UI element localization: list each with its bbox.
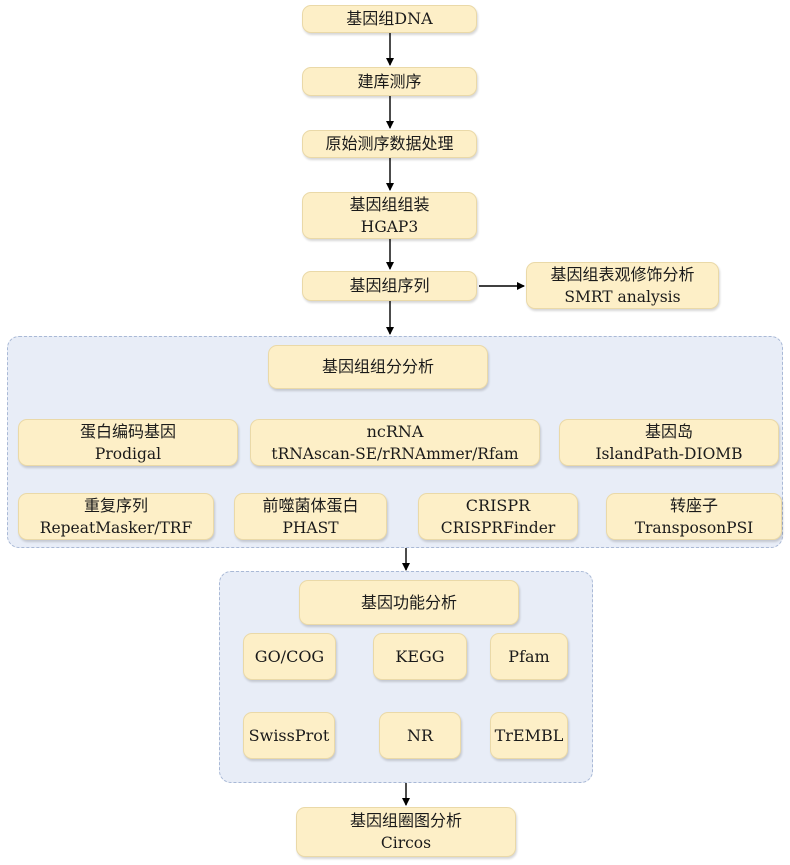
node-title: GO/COG: [254, 646, 325, 666]
node-tool: tRNAscan-SE/rRNAmmer/Rfam: [271, 444, 519, 463]
library-sequencing-node: 建库测序: [302, 67, 477, 96]
panel-title: 基因功能分析: [360, 592, 457, 612]
circos-node: 基因组圈图分析 Circos: [296, 807, 516, 857]
component-analysis-title: 基因组组分分析: [268, 345, 488, 389]
prophage-protein-node: 前噬菌体蛋白 PHAST: [234, 493, 387, 540]
protein-coding-genes-node: 蛋白编码基因 Prodigal: [18, 419, 238, 466]
trembl-node: TrEMBL: [490, 712, 568, 759]
node-title: 基因组表观修饰分析: [550, 264, 695, 284]
node-tool: TransposonPSI: [634, 518, 754, 537]
node-tool: Circos: [380, 834, 432, 852]
node-title: 转座子: [669, 495, 718, 515]
node-tool: SMRT analysis: [564, 287, 681, 306]
node-title: 基因组组装: [349, 194, 430, 214]
node-title: 基因组序列: [349, 276, 430, 295]
transposon-node: 转座子 TransposonPSI: [606, 493, 782, 540]
genomic-dna-node: 基因组DNA: [302, 5, 477, 33]
node-title: CRISPR: [465, 495, 531, 515]
node-title: 基因组DNA: [346, 9, 433, 28]
node-tool: PHAST: [282, 518, 339, 537]
node-title: 重复序列: [83, 495, 148, 515]
kegg-node: KEGG: [373, 633, 467, 680]
node-title: Pfam: [508, 646, 550, 666]
crispr-node: CRISPR CRISPRFinder: [418, 493, 578, 540]
node-tool: CRISPRFinder: [440, 518, 556, 537]
node-tool: HGAP3: [360, 217, 419, 236]
function-analysis-title: 基因功能分析: [299, 580, 519, 625]
genome-assembly-node: 基因组组装 HGAP3: [302, 192, 477, 239]
pfam-node: Pfam: [490, 633, 568, 680]
node-tool: Prodigal: [94, 444, 162, 463]
node-title: 前噬菌体蛋白: [262, 495, 359, 515]
go-cog-node: GO/COG: [243, 633, 336, 680]
genomic-island-node: 基因岛 IslandPath-DIOMB: [559, 419, 779, 466]
node-title: KEGG: [395, 646, 445, 666]
raw-data-processing-node: 原始测序数据处理: [302, 130, 477, 158]
node-title: SwissProt: [248, 725, 330, 745]
panel-title: 基因组组分分析: [321, 357, 434, 376]
node-title: ncRNA: [366, 421, 424, 441]
genome-sequence-node: 基因组序列: [302, 271, 477, 301]
node-title: NR: [406, 725, 434, 745]
node-title: 原始测序数据处理: [325, 134, 454, 153]
node-tool: RepeatMasker/TRF: [39, 518, 193, 537]
ncrna-node: ncRNA tRNAscan-SE/rRNAmmer/Rfam: [250, 419, 540, 466]
node-title: TrEMBL: [494, 725, 564, 745]
node-title: 基因岛: [644, 421, 693, 441]
node-title: 建库测序: [357, 71, 422, 91]
nr-node: NR: [379, 712, 461, 759]
node-tool: IslandPath-DIOMB: [595, 444, 743, 463]
node-title: 蛋白编码基因: [79, 421, 176, 441]
repeat-sequence-node: 重复序列 RepeatMasker/TRF: [18, 493, 214, 540]
node-title: 基因组圈图分析: [349, 811, 462, 830]
epigenome-analysis-node: 基因组表观修饰分析 SMRT analysis: [526, 262, 719, 309]
swissprot-node: SwissProt: [243, 712, 335, 759]
